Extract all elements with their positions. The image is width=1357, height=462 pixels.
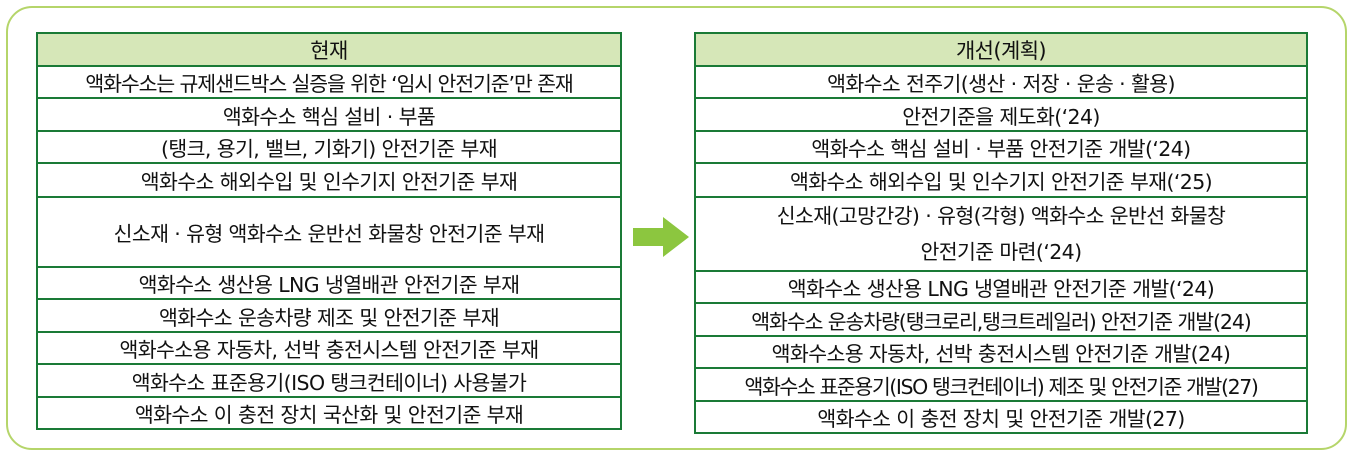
improved-row-7: 액화수소 운송차량(탱크로리,탱크트레일러) 안전기준 개발(24) [694,302,1308,337]
improved-row-1: 액화수소 전주기(생산 · 저장 · 운송 · 활용) [694,65,1308,99]
current-row-9: 액화수소 표준용기(ISO 탱크컨테이너) 사용불가 [36,363,622,398]
current-header: 현재 [36,32,622,67]
current-row-10: 액화수소 이 충전 장치 국산화 및 안전기준 부재 [36,396,622,430]
improved-row-3: 액화수소 핵심 설비 · 부품 안전기준 개발(‘24) [694,130,1308,164]
improved-row-4: 액화수소 해외수입 및 인수기지 안전기준 부재(‘25) [694,162,1308,198]
current-row-4: 액화수소 해외수입 및 인수기지 안전기준 부재 [36,162,622,198]
current-row-1: 액화수소는 규제샌드박스 실증을 위한 ‘임시 안전기준’만 존재 [36,65,622,99]
improved-row-5-line-2: 안전기준 마련(‘24) [920,240,1082,264]
improved-row-8: 액화수소용 자동차, 선박 충전시스템 안전기준 개발(24) [694,335,1308,369]
current-row-8: 액화수소용 자동차, 선박 충전시스템 안전기준 부재 [36,331,622,365]
current-row-3: (탱크, 용기, 밸브, 기화기) 안전기준 부재 [36,130,622,164]
current-row-5: 신소재 · 유형 액화수소 운반선 화물창 안전기준 부재 [36,196,622,268]
current-row-2: 액화수소 핵심 설비 · 부품 [36,97,622,132]
current-row-6: 액화수소 생산용 LNG 냉열배관 안전기준 부재 [36,266,622,300]
improved-row-5-line-1: 신소재(고망간강) · 유형(각형) 액화수소 운반선 화물창 [776,204,1226,228]
improved-row-5: 신소재(고망간강) · 유형(각형) 액화수소 운반선 화물창 안전기준 마련(… [694,196,1308,272]
current-row-7: 액화수소 운송차량 제조 및 안전기준 부재 [36,298,622,333]
improved-row-9: 액화수소 표준용기(ISO 탱크컨테이너) 제조 및 안전기준 개발(27) [694,367,1308,402]
improved-row-10: 액화수소 이 충전 장치 및 안전기준 개발(27) [694,400,1308,434]
improved-header: 개선(계획) [694,32,1308,67]
current-table: 현재 액화수소는 규제샌드박스 실증을 위한 ‘임시 안전기준’만 존재 액화수… [36,32,622,430]
improved-row-6: 액화수소 생산용 LNG 냉열배관 안전기준 개발(‘24) [694,270,1308,304]
improved-table: 개선(계획) 액화수소 전주기(생산 · 저장 · 운송 · 활용) 안전기준을… [694,32,1308,434]
improved-row-2: 안전기준을 제도화(‘24) [694,97,1308,132]
